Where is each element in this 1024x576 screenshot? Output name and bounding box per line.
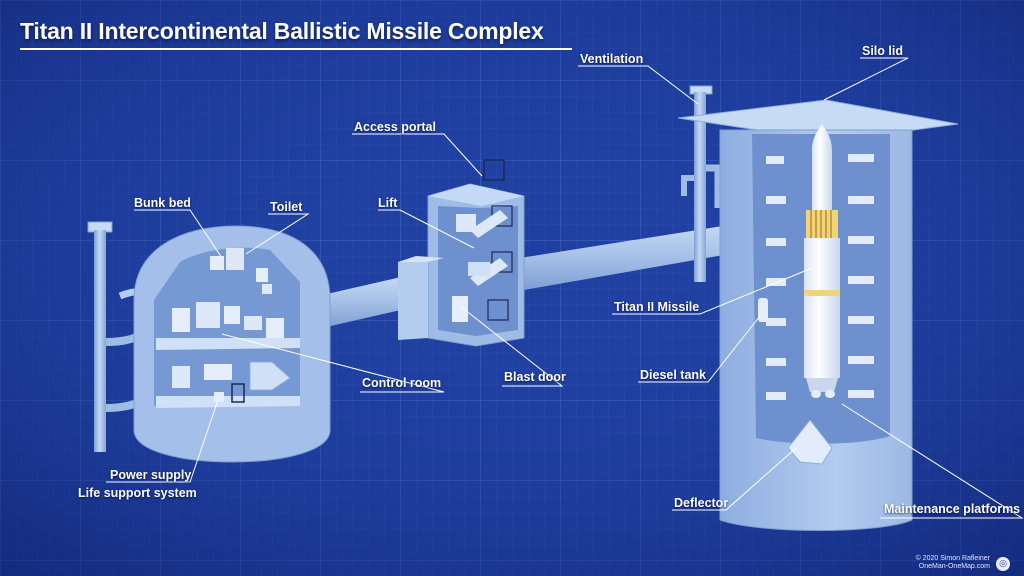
- credit-line-1: © 2020 Simon Rafleiner: [915, 555, 990, 562]
- label-blast-door: Blast door: [504, 370, 566, 384]
- leader-lines: [106, 57, 1024, 519]
- label-life-support-system: Life support system: [78, 486, 197, 500]
- label-ventilation: Ventilation: [580, 52, 644, 66]
- label-bunk-bed: Bunk bed: [134, 196, 191, 210]
- label-silo-lid: Silo lid: [862, 44, 903, 58]
- control-center-dome: [133, 225, 331, 463]
- label-power-supply: Power supply: [110, 468, 192, 482]
- label-lift: Lift: [378, 196, 398, 210]
- page-title: Titan II Intercontinental Ballistic Miss…: [20, 18, 544, 44]
- label-toilet: Toilet: [270, 200, 303, 214]
- label-maintenance-platforms: Maintenance platforms: [884, 502, 1021, 516]
- label-titan-ii-missile: Titan II Missile: [614, 300, 700, 314]
- missile-silo: [677, 99, 959, 531]
- credit-line-2: OneMan-OneMap.com: [918, 563, 990, 570]
- access-portal-building: [398, 159, 525, 347]
- silo-ventilation-pipe: [681, 85, 722, 282]
- label-diesel-tank: Diesel tank: [640, 368, 707, 382]
- copyright-credit: © 2020 Simon Rafleiner OneMan-OneMap.com: [916, 555, 990, 571]
- control-tunnel: [318, 274, 418, 328]
- label-access-portal: Access portal: [354, 120, 436, 134]
- title-underline: [20, 48, 572, 50]
- label-control-room: Control room: [362, 376, 442, 390]
- label-deflector: Deflector: [674, 496, 729, 510]
- globe-icon: ◎: [996, 557, 1010, 571]
